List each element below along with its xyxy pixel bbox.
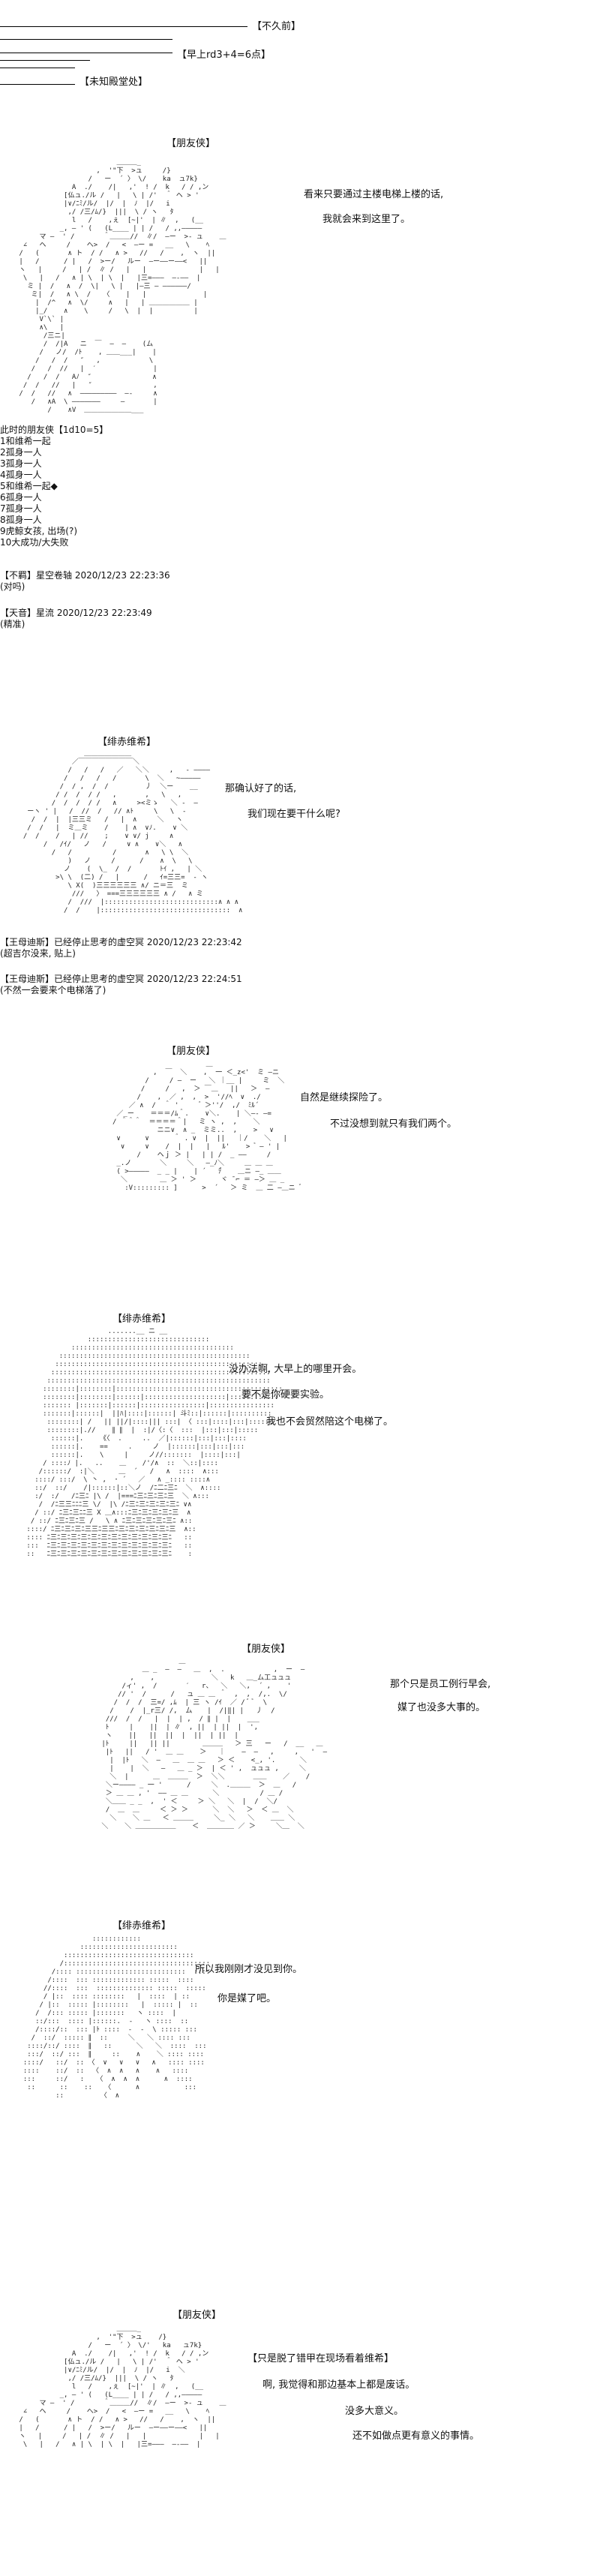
dialogue-line: 不过没想到就只有我们两个。: [330, 1118, 458, 1130]
comment-header: 【王母迪斯】已经停止思考的虚空冥 2020/12/23 22:23:42: [0, 937, 242, 947]
ascii-art-figure: ＿＿＿_ , '"下 >ュ /} / ー ´ 〉 \/ ka ュ7k} A ./…: [19, 159, 226, 414]
dialogue-line: 自然是继续探险了。: [300, 1092, 388, 1103]
comment-body: (对吗): [0, 581, 26, 592]
dialogue-line: 我也不会贸然陪这个电梯了。: [266, 1416, 394, 1428]
ascii-art-figure: ＿＿＿＿＿＿＿ ／￣￣￣￣￣￣￣￣＼ / / / ／ ＼＼ , ‐ ―――― /…: [22, 750, 243, 914]
dialogue-line: 所以我刚刚才没见到你。: [195, 1964, 303, 1975]
dialogue-line: 媒了也没多大事的。: [398, 1702, 486, 1713]
dialogue-line: 要不是你硬要实验。: [242, 1389, 330, 1401]
scene-time-caption: 【早上rd3+4=6点】: [177, 50, 271, 61]
dialogue-line: 那确认好了的话,: [225, 783, 297, 794]
speaker-name: 【朋友侠】: [166, 1046, 216, 1057]
ascii-art-figure: ＿＿＿_ , '"下 >ュ /} / ー ´ 〉 \/' ka ュ7k} A .…: [19, 2325, 226, 2448]
comment-body: (超吉尔没来, 贴上): [0, 948, 76, 959]
header-rule: [0, 39, 172, 40]
dialogue-line: 那个只是员工例行早会,: [390, 1679, 491, 1690]
comment-header: 【不羁】星空卷轴 2020/12/23 22:23:36: [0, 570, 170, 581]
header-rule: [0, 84, 75, 85]
scene-time-caption: 【不久前】: [252, 21, 302, 32]
speaker-name: 【绯赤维希】: [112, 1314, 172, 1325]
speaker-name: 【朋友侠】: [242, 1644, 291, 1655]
speaker-name: 【朋友侠】: [172, 2310, 222, 2321]
header-rule: [0, 26, 248, 27]
roll-option: 5和维希一起◆: [0, 481, 58, 491]
roll-option: 8孤身一人: [0, 515, 42, 525]
roll-option: 2孤身一人: [0, 447, 42, 458]
dialogue-line: 【只是脱了错甲在现场看着维希】: [248, 2353, 394, 2364]
dialogue-line: 看来只要通过主楼电梯上楼的话,: [304, 189, 444, 200]
speaker-name: 【绯赤维希】: [98, 737, 157, 748]
scene-location-caption: 【未知殿堂处】: [80, 77, 148, 88]
roll-option: 4孤身一人: [0, 470, 42, 480]
dialogue-line: 我们现在要干什么呢?: [248, 809, 340, 820]
ascii-art-figure: .......__ ニ __ :::::::::::::::::::::::::…: [26, 1328, 283, 1558]
comment-header: 【天音】星流 2020/12/23 22:23:49: [0, 608, 152, 618]
roll-option: 6孤身一人: [0, 492, 42, 503]
dialogue-line: 还不如做点更有意义的事情。: [352, 2430, 480, 2442]
dialogue-line: 啊, 我觉得和那边基本上都是废话。: [262, 2379, 416, 2391]
speaker-name: 【绯赤维希】: [112, 1920, 172, 1932]
ascii-art-figure: ＿ , ￣ ＼ , 一 ＜_z<' ミ ―ニ / / ― ー ＼ ｜__ ∣ ミ…: [112, 1061, 302, 1192]
ascii-art-figure: :::::::::::: :::::::::::::::::::::::: ::…: [22, 1935, 211, 2100]
roll-option: 3孤身一人: [0, 458, 42, 469]
roll-option: 1和维希一起: [0, 436, 51, 446]
comment-body: (精准): [0, 619, 26, 629]
comment-body: (不然一会要来个电梯落了): [0, 985, 106, 995]
speaker-name: 【朋友侠】: [166, 138, 216, 149]
dice-roll-title: 此时的朋友侠【1d10=5】: [0, 425, 109, 435]
roll-option: 9虎鲸女孩, 出场(?): [0, 526, 77, 536]
dialogue-line: 没多大意义。: [345, 2406, 404, 2417]
dialogue-line: 我就会来到这里了。: [322, 214, 411, 225]
roll-option: 10大成功/大失败: [0, 537, 69, 548]
dialogue-line: 没办法啊, 大早上的哪里开会。: [229, 1364, 362, 1375]
dialogue-line: 你是媒了吧。: [218, 1993, 277, 2004]
ascii-art-figure: ＿ ＿ _ ― ― ＿ , . , ー ― , , ＼ k ＿_ム工ュュュ /ィ…: [101, 1658, 328, 1830]
roll-option: 7孤身一人: [0, 503, 42, 514]
header-rule: [0, 60, 90, 61]
comment-header: 【王母迪斯】已经停止思考的虚空冥 2020/12/23 22:24:51: [0, 974, 242, 984]
